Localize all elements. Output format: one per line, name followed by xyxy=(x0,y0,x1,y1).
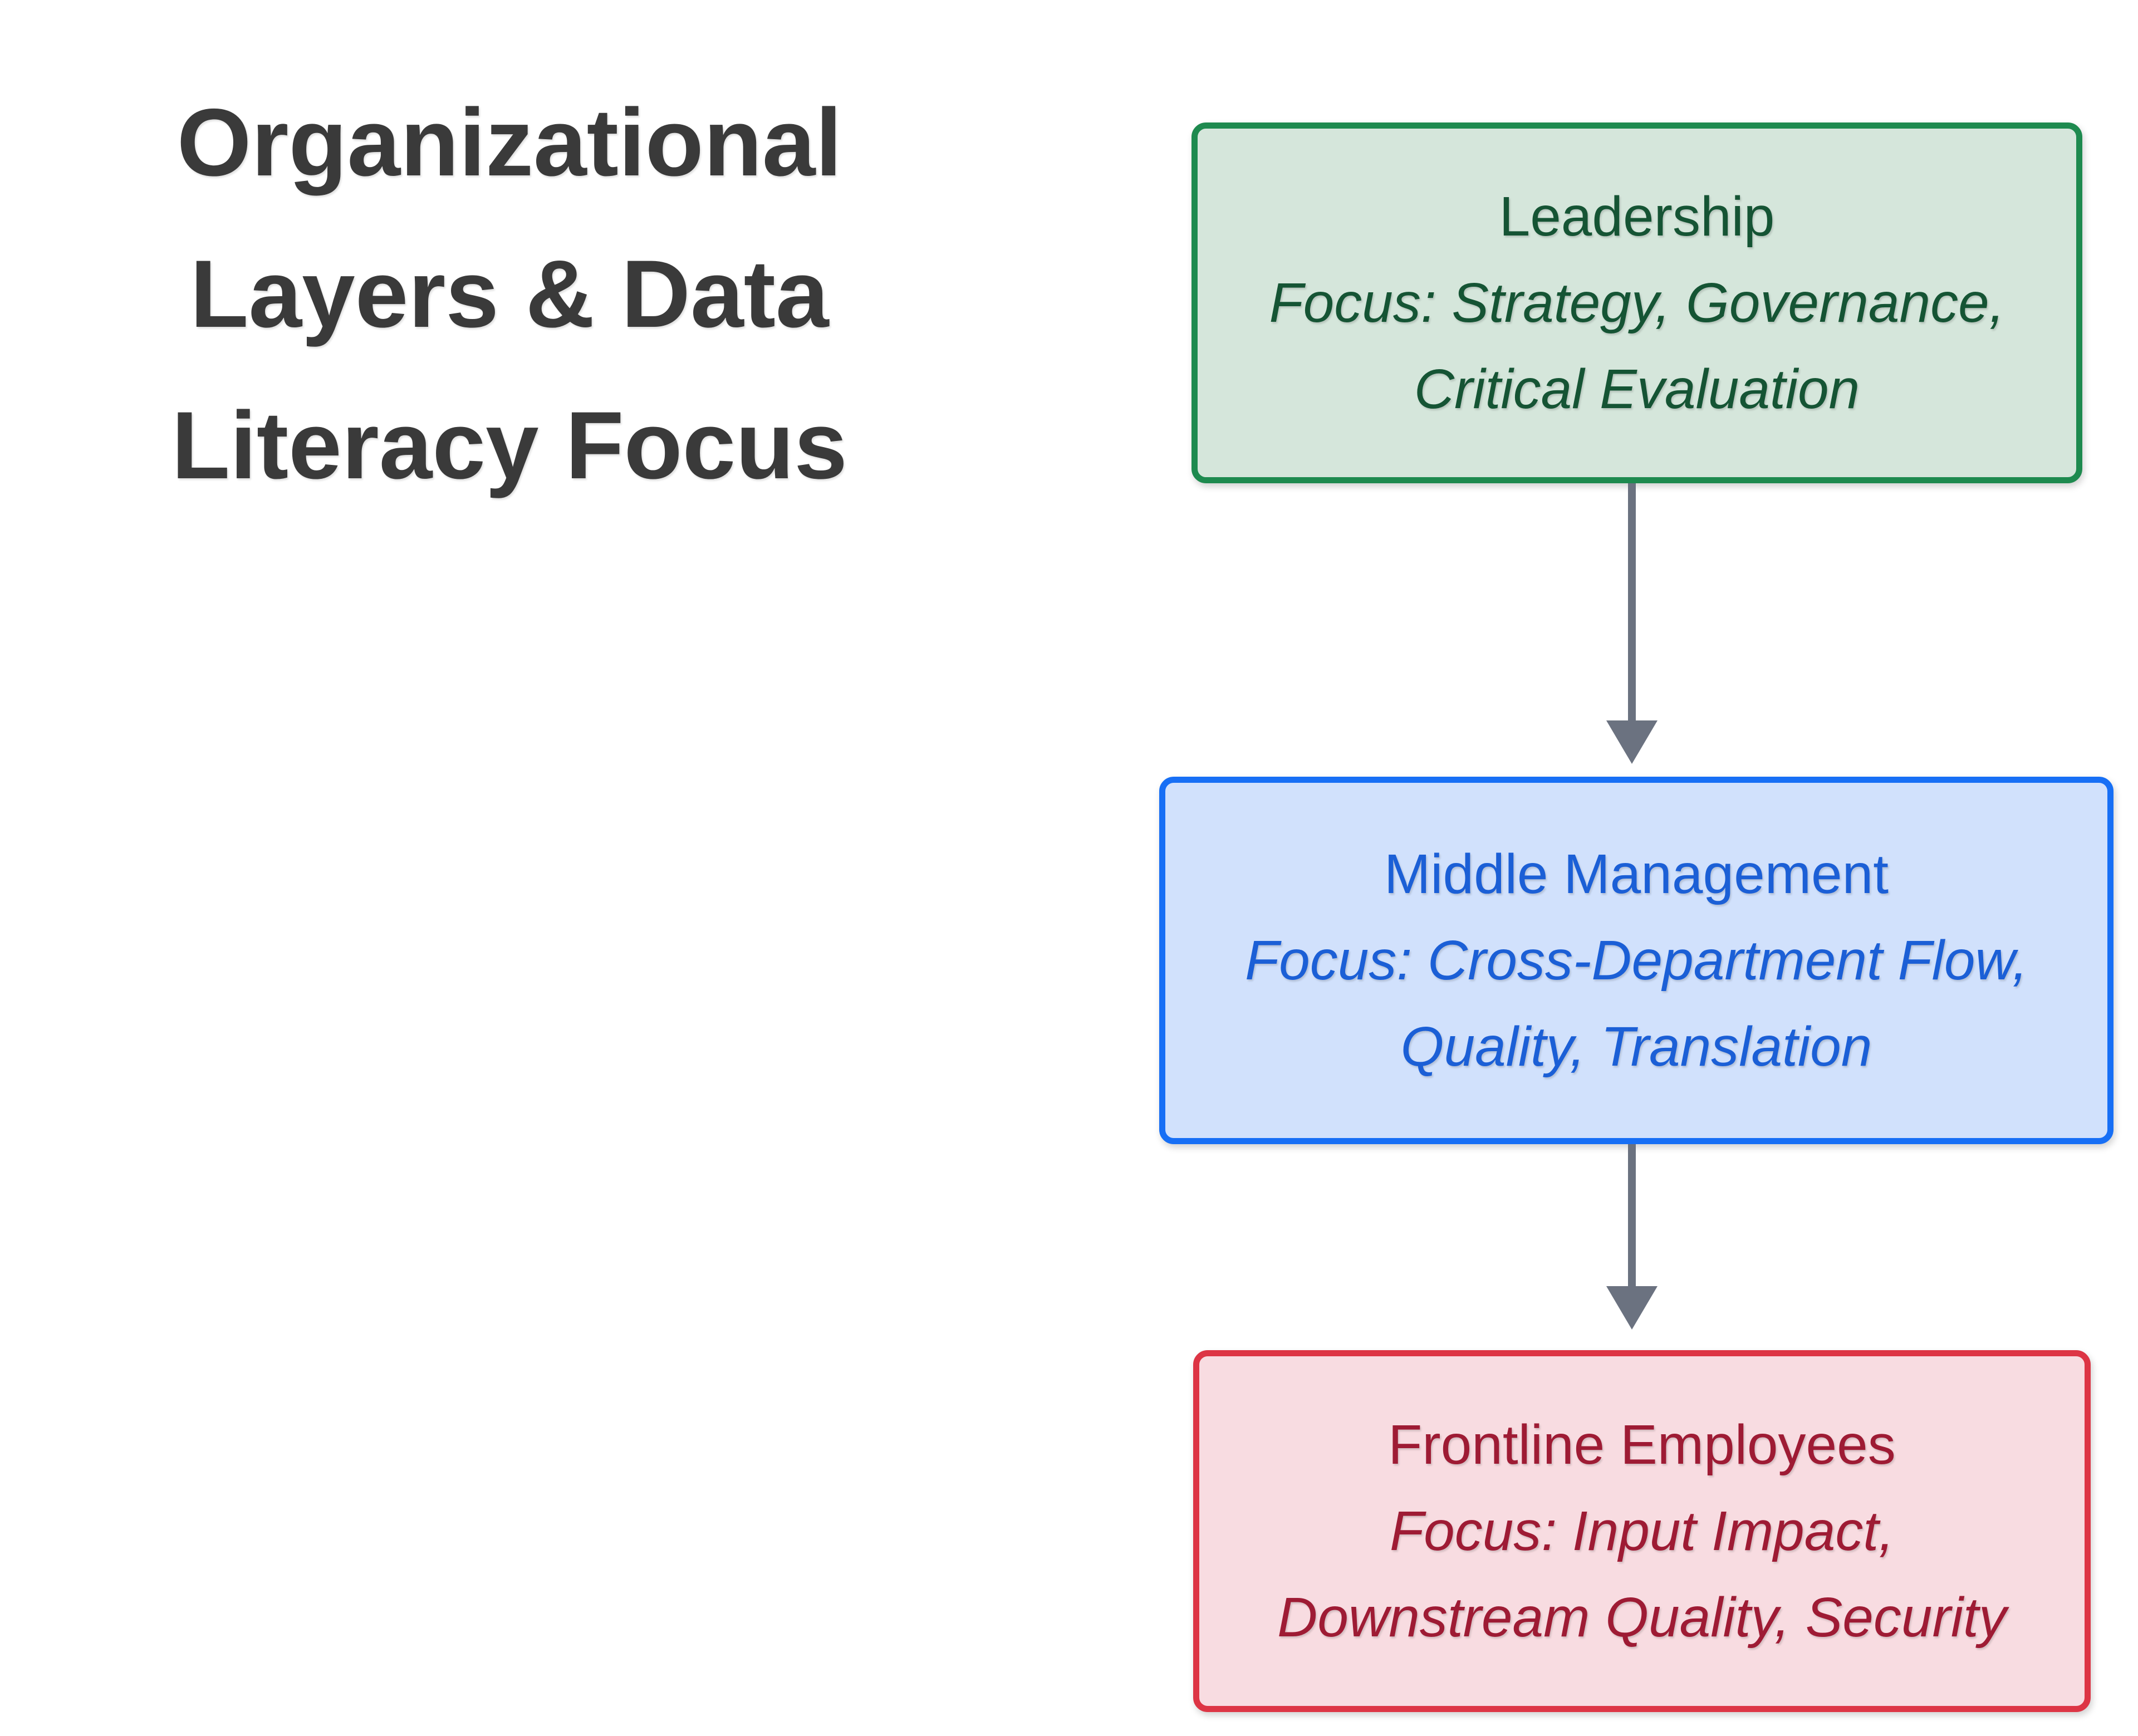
arrow-middle-to-frontline xyxy=(1606,1144,1658,1330)
node-middle-management-focus-line-2: Quality, Translation xyxy=(1400,1015,1872,1078)
node-leadership-focus-line-1: Focus: Strategy, Governance, xyxy=(1269,271,2005,334)
node-frontline-employees-title: Frontline Employees xyxy=(1388,1413,1896,1476)
arrow-head-icon xyxy=(1606,1286,1658,1330)
arrow-head-icon xyxy=(1606,720,1658,764)
node-leadership: Leadership Focus: Strategy, Governance, … xyxy=(1191,122,2082,483)
title-line-3: Literacy Focus xyxy=(171,392,847,499)
node-leadership-focus-line-2: Critical Evaluation xyxy=(1414,357,1860,420)
title-line-1: Organizational xyxy=(176,89,842,196)
node-middle-management: Middle Management Focus: Cross-Departmen… xyxy=(1159,777,2114,1144)
node-middle-management-focus-line-1: Focus: Cross-Department Flow, xyxy=(1245,929,2028,992)
node-leadership-title: Leadership xyxy=(1499,185,1775,248)
diagram-title: Organizational Layers & Data Literacy Fo… xyxy=(139,67,880,521)
node-middle-management-title: Middle Management xyxy=(1384,842,1889,905)
title-line-2: Layers & Data xyxy=(190,241,829,347)
node-frontline-employees-focus-line-1: Focus: Input Impact, xyxy=(1390,1499,1894,1562)
node-frontline-employees: Frontline Employees Focus: Input Impact,… xyxy=(1193,1350,2091,1712)
arrow-leadership-to-middle xyxy=(1606,483,1658,764)
node-frontline-employees-focus-line-2: Downstream Quality, Security xyxy=(1277,1586,2007,1649)
